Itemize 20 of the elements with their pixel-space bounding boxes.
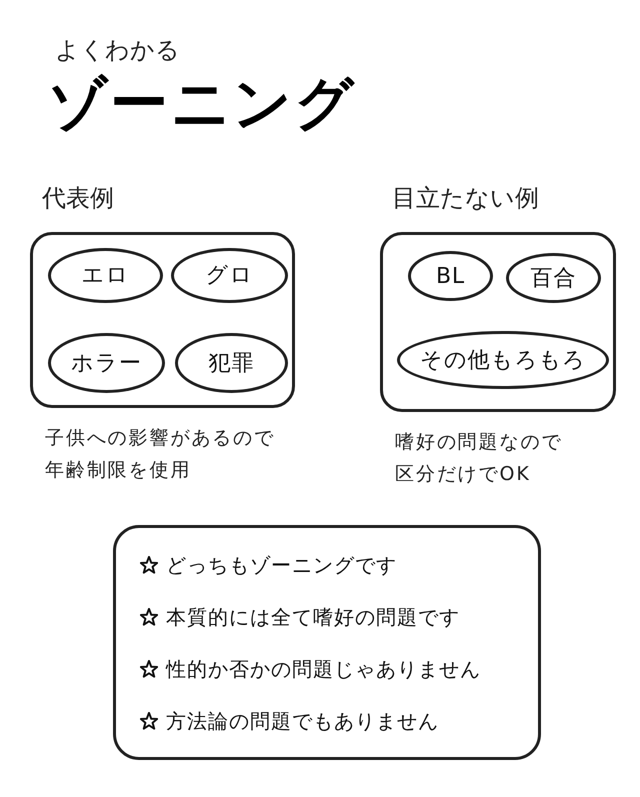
- category-oval: ホラー: [48, 333, 165, 393]
- note-text: 嗜好の問題なので区分だけでOK: [395, 430, 564, 487]
- category-oval: BL: [408, 251, 493, 301]
- category-oval: 犯罪: [175, 333, 288, 393]
- group-panel: [380, 232, 616, 412]
- bullet-text: 方法論の問題でもありません: [166, 708, 439, 734]
- subtitle-text: よくわかる: [55, 35, 180, 66]
- bullet-text: 本質的には全て嗜好の問題です: [166, 604, 460, 630]
- category-oval: その他もろもろ: [397, 331, 609, 389]
- group-heading: 代表例: [42, 183, 114, 214]
- bullet-text: どっちもゾーニングです: [166, 552, 397, 578]
- group-heading: 目立たない例: [392, 183, 539, 214]
- note-text: 子供への影響があるので年齢制限を使用: [45, 426, 276, 483]
- category-oval: 百合: [506, 253, 601, 303]
- title-text: ゾーニング: [48, 74, 356, 132]
- category-oval: グロ: [171, 248, 288, 303]
- summary-panel: [113, 525, 541, 760]
- group-panel: [30, 232, 295, 408]
- category-oval: エロ: [48, 248, 163, 303]
- bullet-text: 性的か否かの問題じゃありません: [166, 656, 481, 682]
